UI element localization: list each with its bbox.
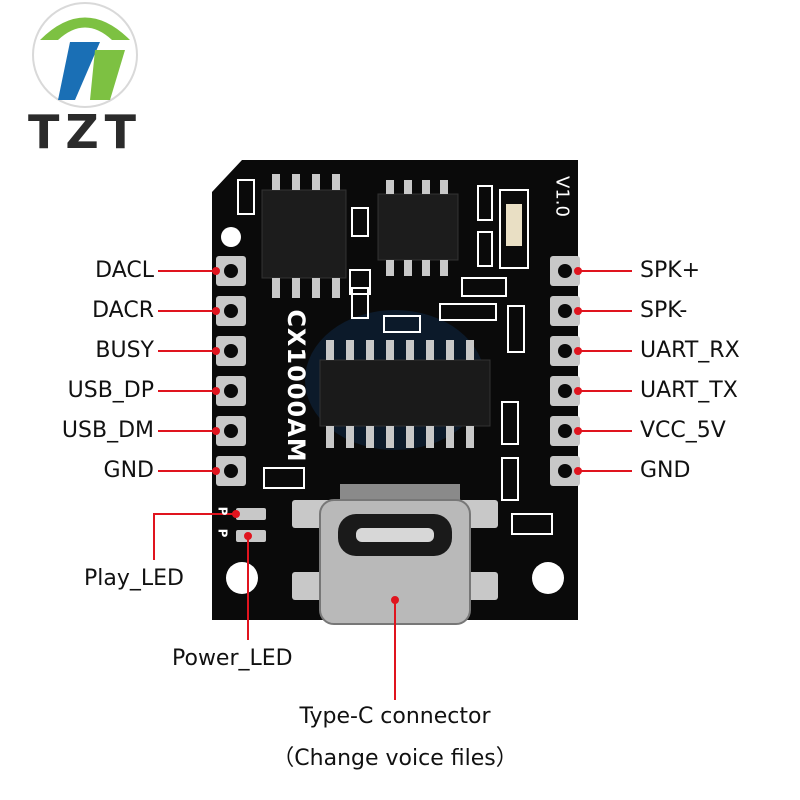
pad-letter-power: P: [215, 528, 230, 538]
type-c-connector: [292, 484, 498, 625]
right-pin-pads: [550, 256, 580, 486]
main-chip: [263, 340, 553, 535]
label-gnd-left: GND: [103, 458, 154, 483]
label-gnd-right: GND: [640, 458, 691, 483]
label-uart-tx: UART_TX: [640, 378, 738, 403]
label-vcc-5v: VCC_5V: [640, 418, 726, 443]
brand-logo: TZT: [0, 0, 170, 160]
label-usb-dm: USB_DM: [61, 418, 154, 443]
label-dacr: DACR: [92, 298, 154, 323]
label-power-led: Power_LED: [172, 646, 293, 671]
label-type-c: Type-C connector: [299, 704, 491, 729]
label-type-c-note: （Change voice files）: [272, 746, 518, 771]
label-usb-dp: USB_DP: [67, 378, 154, 403]
left-pin-pads: [216, 256, 246, 486]
label-spk-minus: SPK-: [640, 298, 688, 323]
board-version: V1.0: [551, 176, 573, 217]
label-busy: BUSY: [95, 338, 154, 363]
leader-lines: [153, 267, 632, 700]
chip-marking: CX1000AM: [282, 309, 310, 463]
top-chips: [237, 174, 529, 353]
pad-letter-play: P: [215, 506, 230, 516]
label-uart-rx: UART_RX: [640, 338, 740, 363]
logo-mark: [32, 2, 138, 108]
label-play-led: Play_LED: [84, 566, 184, 591]
brand-name: TZT: [27, 105, 143, 159]
label-dacl: DACL: [95, 258, 154, 283]
label-spk-plus: SPK+: [640, 258, 701, 283]
